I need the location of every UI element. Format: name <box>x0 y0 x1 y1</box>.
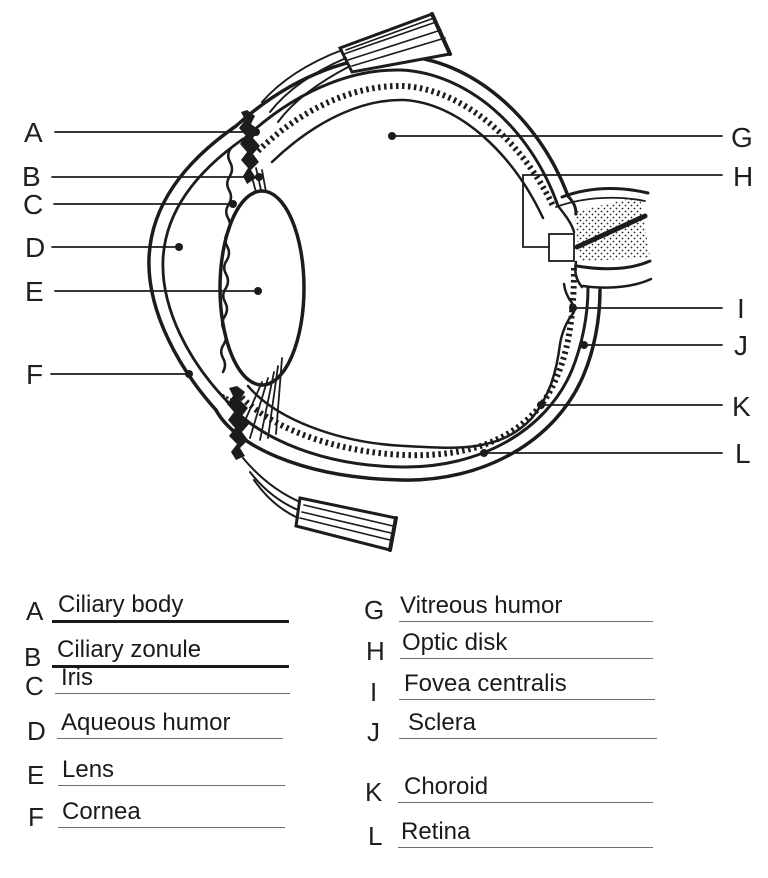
answer-letter-b: B <box>24 642 42 672</box>
diagram-label-b: B <box>22 161 41 192</box>
diagram-label-c: C <box>23 189 43 220</box>
answer-blank-c: Iris <box>55 664 290 694</box>
answer-letter-l: L <box>368 821 383 851</box>
answer-term-b: Ciliary zonule <box>57 636 202 663</box>
answer-blank-g: Vitreous humor <box>399 592 653 622</box>
leader-b <box>51 173 263 181</box>
diagram-label-a: A <box>24 117 43 148</box>
answer-letter-i: I <box>370 677 378 707</box>
answer-letter-h: H <box>366 636 385 666</box>
inferior-rectus-muscle <box>242 457 398 552</box>
diagram-label-g: G <box>731 122 753 153</box>
leader-l <box>480 449 723 457</box>
answer-letter-f: F <box>28 802 44 832</box>
iris-path <box>220 146 234 374</box>
eye-diagram: A B C D E F G H I J K L <box>22 12 753 552</box>
answer-term-j: Sclera <box>408 709 477 736</box>
answer-term-l: Retina <box>401 818 471 845</box>
answer-term-g: Vitreous humor <box>400 592 563 619</box>
answer-term-a: Ciliary body <box>58 591 184 618</box>
superior-rectus-muscle <box>261 12 453 123</box>
diagram-label-d: D <box>25 232 45 263</box>
cornea-outline <box>147 124 245 412</box>
sclera-outline <box>214 54 602 482</box>
leader-d <box>51 243 183 251</box>
leader-lines <box>50 128 723 457</box>
answer-term-h: Optic disk <box>402 629 508 656</box>
answer-term-c: Iris <box>61 664 93 691</box>
answer-blank-e: Lens <box>58 756 285 786</box>
leader-g <box>388 132 723 140</box>
answer-term-d: Aqueous humor <box>61 709 231 736</box>
choroid-layer <box>234 82 577 459</box>
leader-i <box>569 304 723 312</box>
diagram-label-i: I <box>737 293 745 324</box>
leader-a <box>54 128 260 136</box>
answer-blank-i: Fovea centralis <box>399 670 655 700</box>
diagram-label-e: E <box>25 276 44 307</box>
answer-term-k: Choroid <box>404 773 489 800</box>
answer-letter-d: D <box>27 716 46 746</box>
diagram-label-j: J <box>734 330 748 361</box>
leader-f <box>50 370 193 378</box>
answer-letter-c: C <box>25 671 44 701</box>
answer-blank-a: Ciliary body <box>52 591 289 623</box>
lens-shape <box>218 189 306 387</box>
leader-h-bracket <box>522 174 723 262</box>
ciliary-zonule-fibres <box>239 167 283 441</box>
leader-k <box>537 401 723 409</box>
answer-blank-k: Choroid <box>398 773 653 803</box>
diagram-label-k: K <box>732 391 751 422</box>
leader-j <box>580 341 723 349</box>
retina-layer <box>246 98 576 449</box>
diagram-label-l: L <box>735 438 751 469</box>
answer-blank-j: Sclera <box>399 709 657 739</box>
answer-blank-h: Optic disk <box>400 629 653 659</box>
diagram-label-h: H <box>733 161 753 192</box>
answer-term-e: Lens <box>62 756 115 783</box>
diagram-letters: A B C D E F G H I J K L <box>22 117 753 469</box>
answer-blank-d: Aqueous humor <box>57 709 283 739</box>
optic-nerve <box>555 187 653 289</box>
answer-letter-a: A <box>26 596 44 626</box>
answer-term-i: Fovea centralis <box>404 670 567 697</box>
answer-blank-b: Ciliary zonule <box>52 636 289 668</box>
diagram-label-f: F <box>26 359 43 390</box>
leader-e <box>54 287 262 295</box>
answer-letter-g: G <box>364 595 385 625</box>
answer-term-f: Cornea <box>62 798 141 825</box>
answer-blank-l: Retina <box>398 818 653 848</box>
answer-letter-e: E <box>27 760 45 790</box>
ciliary-body <box>227 110 260 460</box>
answer-blank-f: Cornea <box>58 798 285 828</box>
leader-c <box>53 200 237 208</box>
answer-letter-j: J <box>367 717 380 747</box>
answer-letter-k: K <box>365 777 383 807</box>
